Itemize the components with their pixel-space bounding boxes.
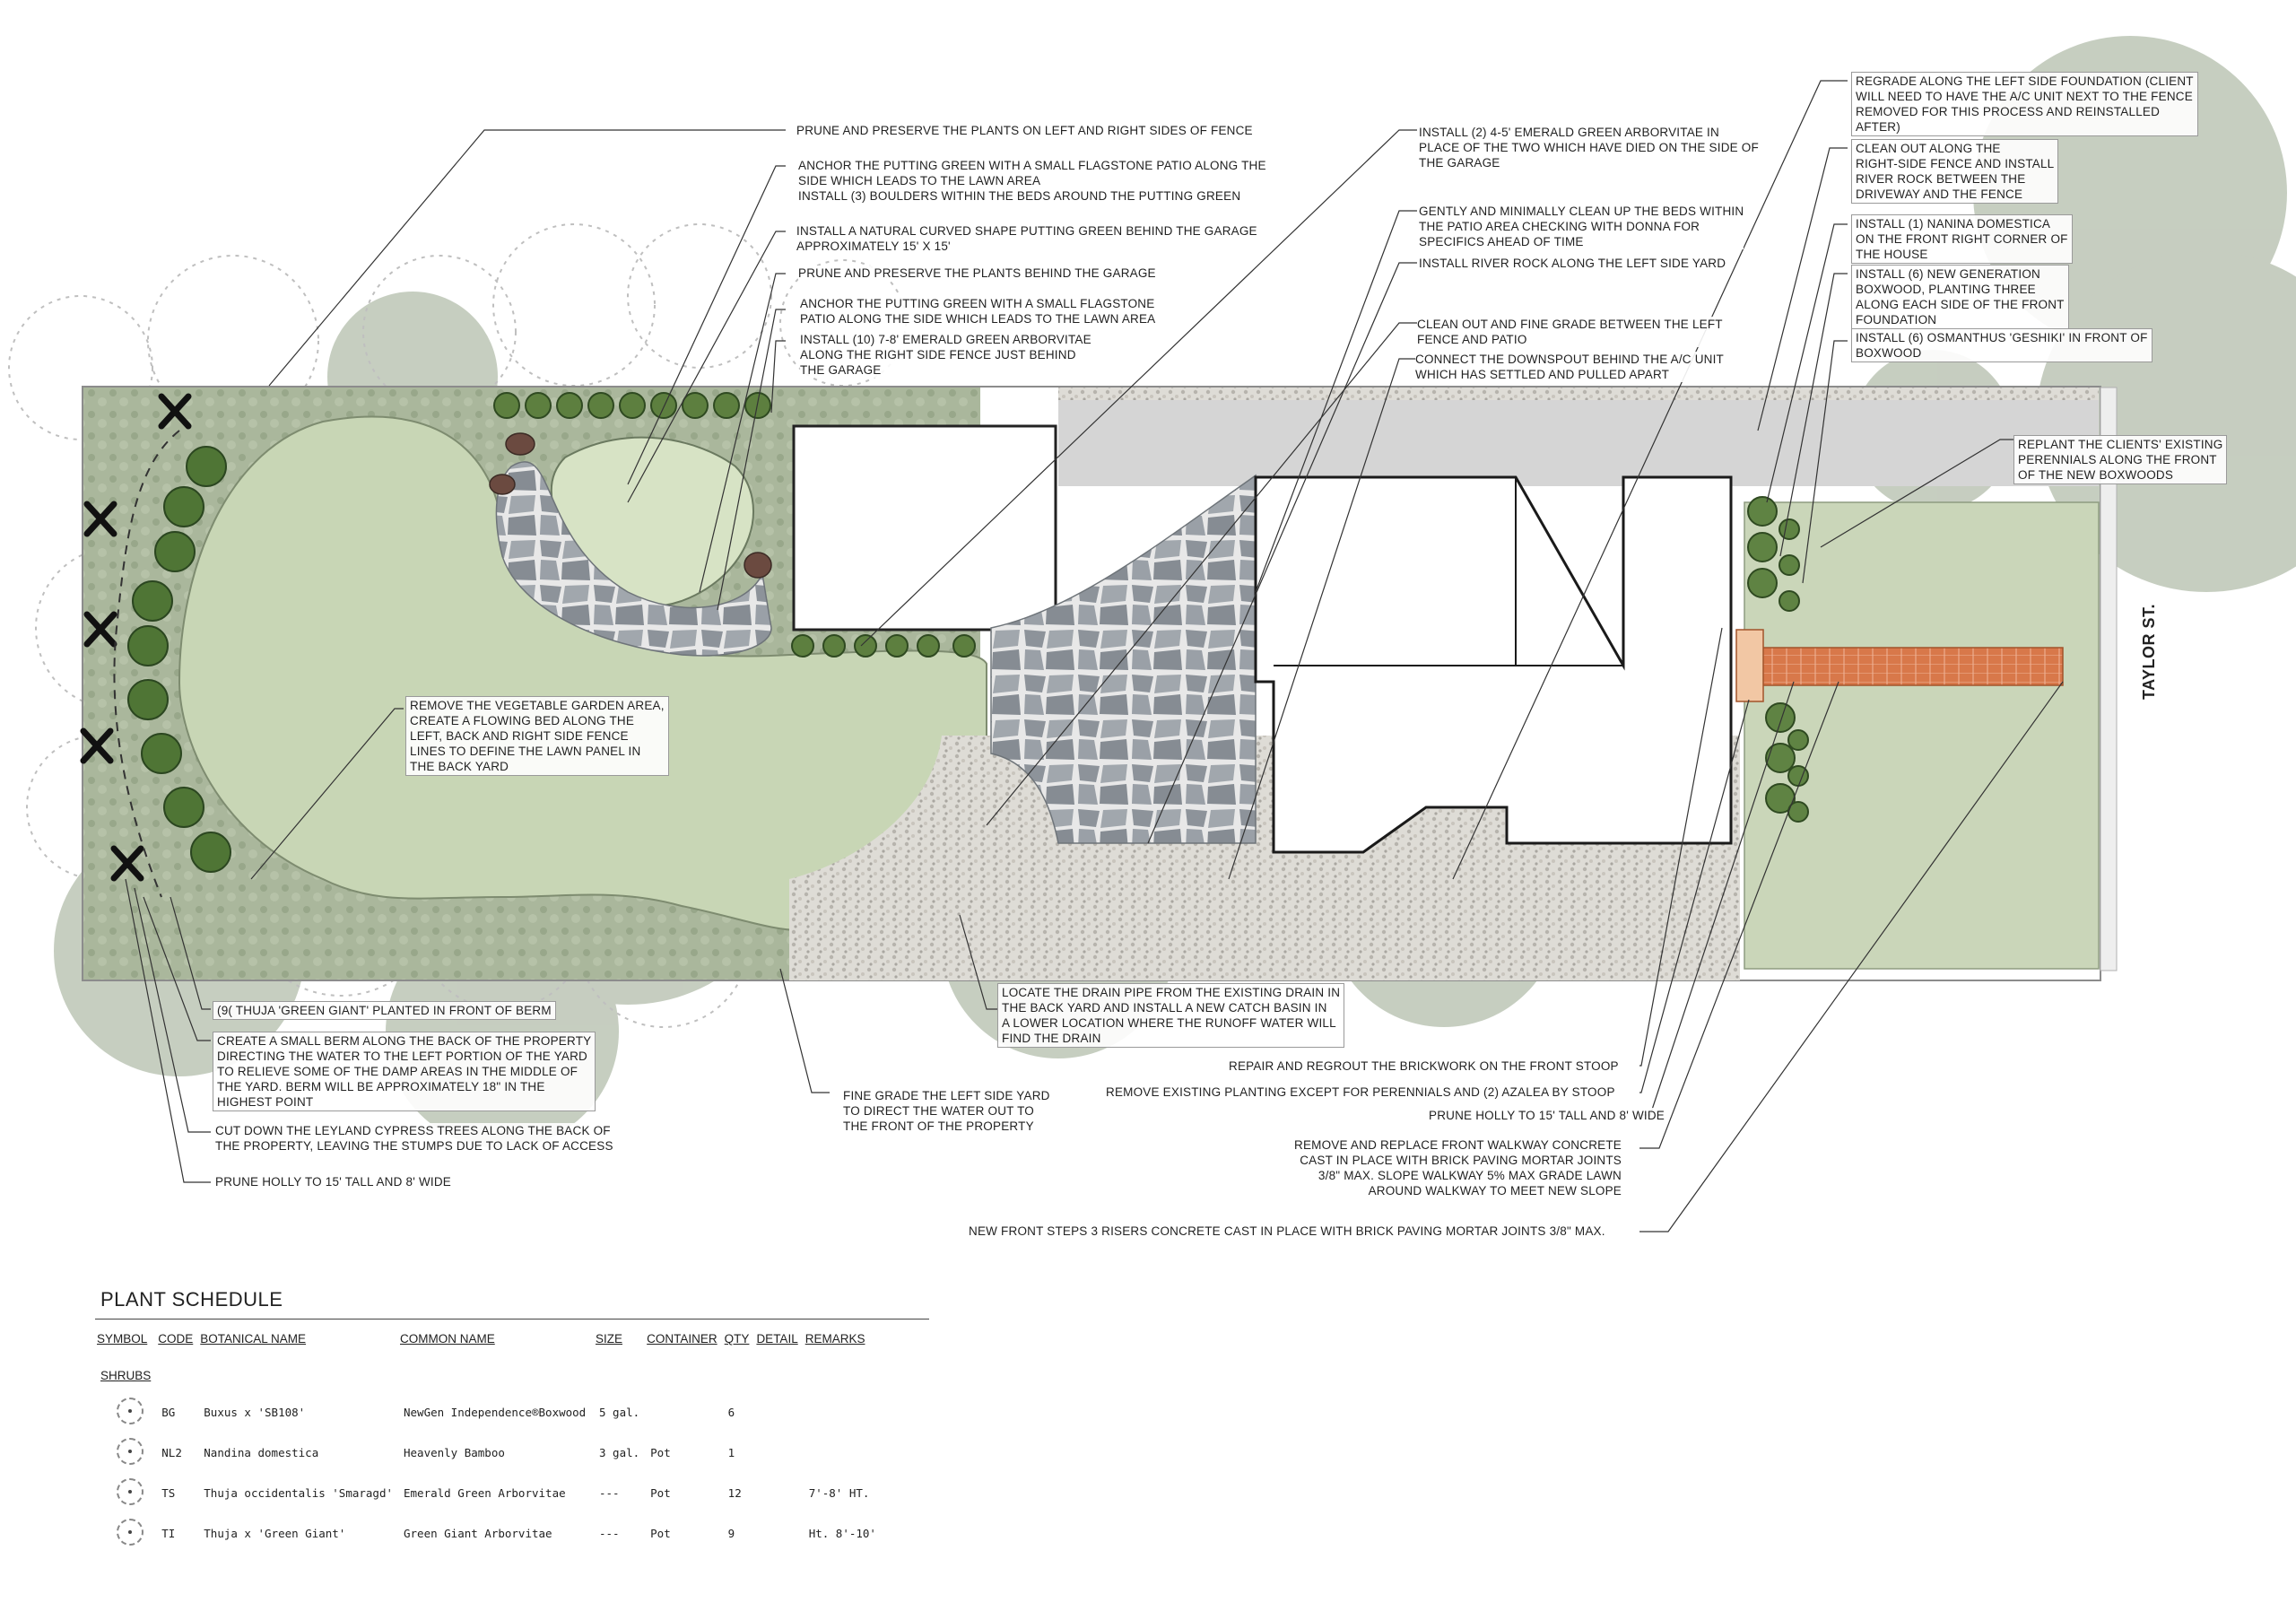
note-front-steps: NEW FRONT STEPS 3 RISERS CONCRETE CAST I… <box>969 1224 1605 1239</box>
schedule-table: SYMBOL CODE BOTANICAL NAME COMMON NAME S… <box>95 1332 882 1554</box>
note-nandina: INSTALL (1) NANINA DOMESTICA ON THE FRON… <box>1851 214 2073 264</box>
cell-botanical: Thuja x 'Green Giant' <box>204 1527 346 1540</box>
plant-symbol-icon <box>117 1519 144 1546</box>
cell-size: 3 gal. <box>599 1446 640 1459</box>
cell-botanical: Nandina domestica <box>204 1446 319 1459</box>
tree-removal-marks <box>80 393 192 882</box>
garage <box>792 424 1057 631</box>
cell-detail <box>754 1433 803 1473</box>
cell-size: --- <box>599 1527 620 1540</box>
note-river-rock: INSTALL RIVER ROCK ALONG THE LEFT SIDE Y… <box>1419 256 1726 271</box>
col-symbol: SYMBOL <box>97 1332 148 1346</box>
schedule-group-row: SHRUBS <box>95 1363 882 1392</box>
note-replant-perennials: REPLANT THE CLIENTS' EXISTING PERENNIALS… <box>2013 435 2228 484</box>
note-clean-right-fence: CLEAN OUT ALONG THE RIGHT-SIDE FENCE AND… <box>1851 139 2059 204</box>
cell-common: Heavenly Bamboo <box>404 1446 505 1459</box>
cell-size: --- <box>599 1486 620 1500</box>
cell-botanical: Buxus x 'SB108' <box>204 1406 306 1419</box>
note-repair-brickwork: REPAIR AND REGROUT THE BRICKWORK ON THE … <box>1229 1058 1619 1074</box>
note-remove-vegetable-garden: REMOVE THE VEGETABLE GARDEN AREA, CREATE… <box>405 696 669 776</box>
note-emerald-arborvitae-2: INSTALL (2) 4-5' EMERALD GREEN ARBORVITA… <box>1419 125 1759 170</box>
table-row: TS Thuja occidentalis 'Smaragd' Emerald … <box>95 1473 882 1513</box>
cell-detail <box>754 1513 803 1554</box>
note-anchor-putting-green: ANCHOR THE PUTTING GREEN WITH A SMALL FL… <box>798 158 1266 204</box>
boulders <box>489 432 772 579</box>
brick-walkway <box>1757 647 2064 686</box>
cell-qty: 12 <box>727 1486 742 1500</box>
plant-schedule: PLANT SCHEDULE SYMBOL CODE BOTANICAL NAM… <box>95 1288 929 1554</box>
arborvitae-row <box>493 392 976 658</box>
note-clean-beds: GENTLY AND MINIMALLY CLEAN UP THE BEDS W… <box>1419 204 1744 249</box>
note-anchor-flagstone: ANCHOR THE PUTTING GREEN WITH A SMALL FL… <box>800 296 1156 327</box>
thuja-green-giant-row <box>127 446 231 873</box>
group-label: SHRUBS <box>100 1368 152 1382</box>
front-stoop <box>1735 629 1764 702</box>
river-rock-top <box>1058 388 2099 400</box>
col-size: SIZE <box>596 1332 623 1346</box>
cell-container: Pot <box>650 1486 671 1500</box>
schedule-title: PLANT SCHEDULE <box>100 1288 283 1311</box>
note-prune-holly-front: PRUNE HOLLY TO 15' TALL AND 8' WIDE <box>1429 1108 1665 1123</box>
col-botanical: BOTANICAL NAME <box>200 1332 307 1346</box>
note-fine-grade-side-yard: FINE GRADE THE LEFT SIDE YARD TO DIRECT … <box>843 1088 1050 1134</box>
note-regrade-foundation: REGRADE ALONG THE LEFT SIDE FOUNDATION (… <box>1851 72 2198 136</box>
note-downspout: CONNECT THE DOWNSPOUT BEHIND THE A/C UNI… <box>1415 352 1724 382</box>
table-row: BG Buxus x 'SB108' NewGen Independence®B… <box>95 1392 882 1433</box>
cell-qty: 6 <box>727 1406 735 1419</box>
cell-common: Green Giant Arborvitae <box>404 1527 552 1540</box>
note-prune-fence: PRUNE AND PRESERVE THE PLANTS ON LEFT AN… <box>796 123 1253 138</box>
street-label: TAYLOR ST. <box>2140 603 2158 700</box>
col-remarks: REMARKS <box>804 1332 865 1346</box>
note-prune-holly-back: PRUNE HOLLY TO 15' TALL AND 8' WIDE <box>215 1174 451 1189</box>
green-flagstone <box>495 461 772 657</box>
cell-remarks: Ht. 8'-10' <box>808 1527 876 1540</box>
note-install-putting-green: INSTALL A NATURAL CURVED SHAPE PUTTING G… <box>796 223 1257 254</box>
leader-lines <box>125 80 2064 1232</box>
col-code: CODE <box>158 1332 194 1346</box>
cell-size: 5 gal. <box>599 1406 640 1419</box>
table-row: NL2 Nandina domestica Heavenly Bamboo 3 … <box>95 1433 882 1473</box>
cell-remarks <box>804 1433 882 1473</box>
schedule-header-row: SYMBOL CODE BOTANICAL NAME COMMON NAME S… <box>95 1332 882 1363</box>
cell-qty: 9 <box>727 1527 735 1540</box>
boxwood-row <box>1747 496 1809 823</box>
note-drain-pipe: LOCATE THE DRAIN PIPE FROM THE EXISTING … <box>997 983 1345 1048</box>
note-cut-leyland: CUT DOWN THE LEYLAND CYPRESS TREES ALONG… <box>215 1123 613 1154</box>
berm-line <box>113 430 180 898</box>
note-create-berm: CREATE A SMALL BERM ALONG THE BACK OF TH… <box>213 1032 596 1111</box>
col-container: CONTAINER <box>647 1332 718 1346</box>
plant-symbol-icon <box>117 1398 144 1424</box>
note-fine-grade-fence: CLEAN OUT AND FINE GRADE BETWEEN THE LEF… <box>1417 317 1723 347</box>
cell-container: Pot <box>650 1446 671 1459</box>
cell-container <box>645 1392 723 1433</box>
cell-qty: 1 <box>727 1446 735 1459</box>
table-row: TI Thuja x 'Green Giant' Green Giant Arb… <box>95 1513 882 1554</box>
plant-symbol-icon <box>117 1478 144 1505</box>
cell-code: TI <box>161 1527 176 1540</box>
cell-remarks <box>804 1392 882 1433</box>
note-front-walkway: REMOVE AND REPLACE FRONT WALKWAY CONCRET… <box>1294 1137 1622 1198</box>
cell-remarks: 7'-8' HT. <box>808 1486 870 1500</box>
driveway <box>1058 388 2099 486</box>
cell-container: Pot <box>650 1527 671 1540</box>
cell-common: NewGen Independence®Boxwood <box>404 1406 587 1419</box>
cell-code: BG <box>161 1406 176 1419</box>
note-remove-planting: REMOVE EXISTING PLANTING EXCEPT FOR PERE… <box>1106 1084 1615 1100</box>
col-qty: QTY <box>724 1332 750 1346</box>
cell-code: NL2 <box>161 1446 182 1459</box>
cell-code: TS <box>161 1486 176 1500</box>
note-boxwood: INSTALL (6) NEW GENERATION BOXWOOD, PLAN… <box>1851 265 2069 329</box>
note-osmanthus: INSTALL (6) OSMANTHUS 'GESHIKI' IN FRONT… <box>1851 328 2152 362</box>
cell-botanical: Thuja occidentalis 'Smaragd' <box>204 1486 393 1500</box>
cell-detail <box>754 1473 803 1513</box>
plant-symbol-icon <box>117 1438 144 1465</box>
note-prune-behind-garage: PRUNE AND PRESERVE THE PLANTS BEHIND THE… <box>798 266 1156 281</box>
col-common: COMMON NAME <box>400 1332 495 1346</box>
note-thuja-berm: (9( THUJA 'GREEN GIANT' PLANTED IN FRONT… <box>213 1001 556 1020</box>
note-emerald-arborvitae-10: INSTALL (10) 7-8' EMERALD GREEN ARBORVIT… <box>800 332 1091 378</box>
cell-detail <box>754 1392 803 1433</box>
cell-common: Emerald Green Arborvitae <box>404 1486 566 1500</box>
col-detail: DETAIL <box>756 1332 798 1346</box>
